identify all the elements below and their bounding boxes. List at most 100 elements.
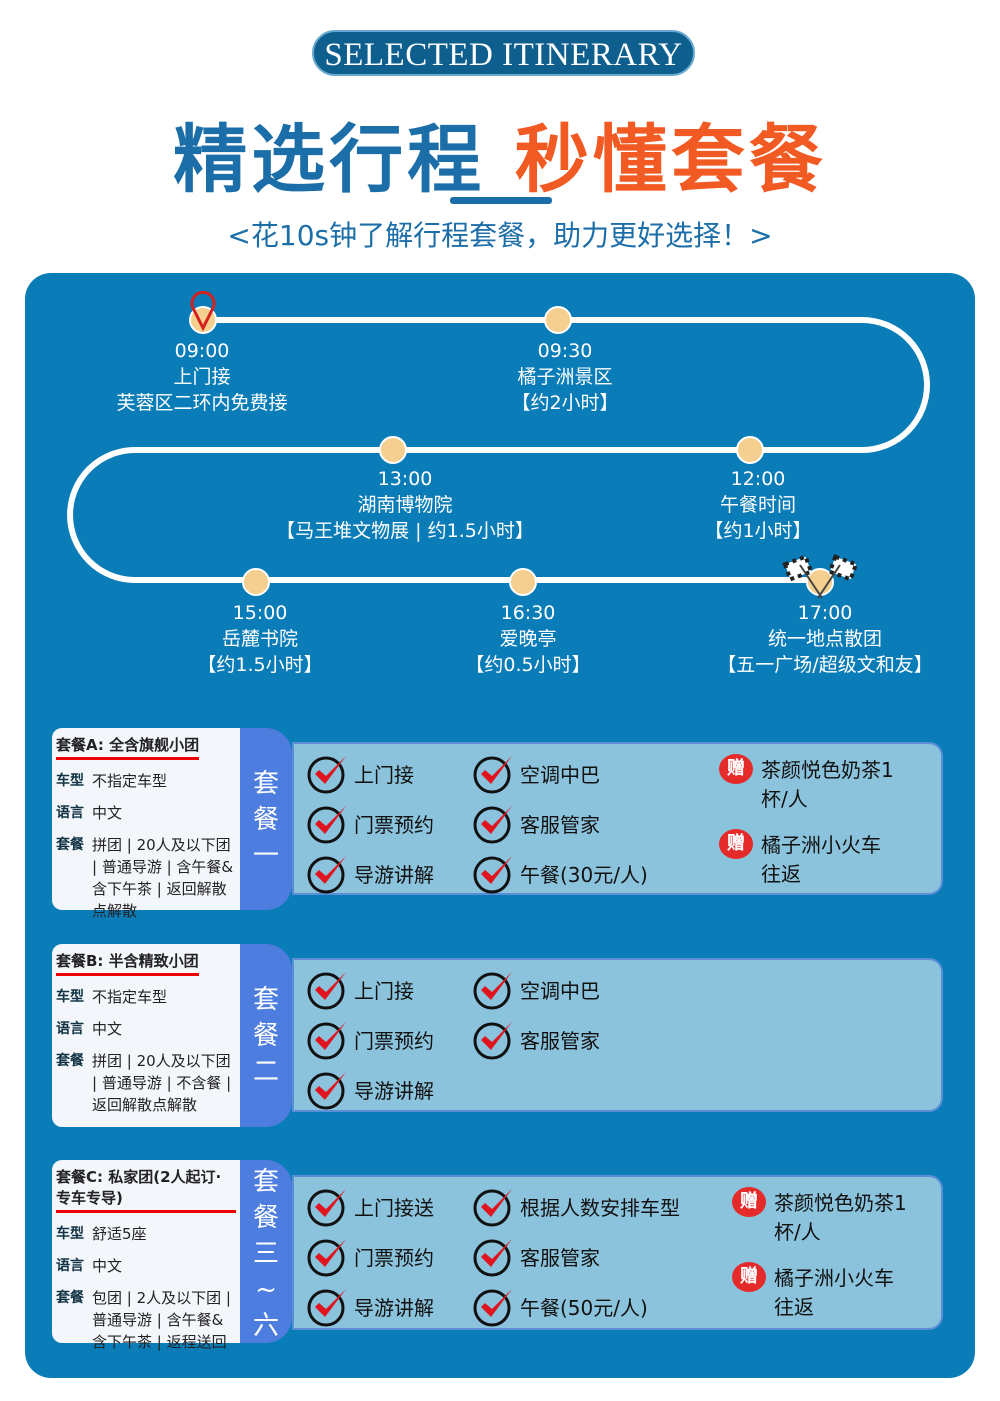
feature-label: 门票预约 [354,1245,434,1270]
package-card: 套餐A: 全含旗舰小团 车型不指定车型 语言中文 套餐拼团 | 20人及以下团 … [52,728,943,920]
title-blue: 精选行程 [173,117,486,203]
check-icon [472,1235,514,1277]
feature-label: 上门接 [354,762,414,787]
car-value: 不指定车型 [92,988,168,1006]
gift-label: 橘子洲小火车往返 [761,833,881,886]
lang-value: 中文 [92,1257,123,1275]
feature-panel: 上门接门票预约导游讲解空调中巴客服管家午餐(30元/人)赠茶颜悦色奶茶1杯/人赠… [292,742,943,895]
feature-label: 上门接送 [354,1195,434,1220]
feature-item: 根据人数安排车型 [472,1185,680,1227]
feature-item: 导游讲解 [306,1068,434,1110]
check-icon [306,1018,348,1060]
feature-item: 空调中巴 [472,968,600,1010]
feature-panel: 上门接门票预约导游讲解 空调中巴客服管家 [292,958,943,1112]
gift-item: 赠橘子洲小火车往返 [719,829,896,889]
feature-label: 门票预约 [354,812,434,837]
check-icon [306,1068,348,1110]
gift-icon: 赠 [732,1262,766,1292]
title-underline [450,197,552,204]
feature-item: 上门接 [306,968,414,1010]
feature-item: 上门接 [306,752,414,794]
car-value: 舒适5座 [92,1225,147,1243]
car-label: 车型 [56,1226,84,1242]
gift-icon: 赠 [719,754,753,784]
pkg-label: 套餐 [56,837,84,853]
feature-item: 上门接送 [306,1185,434,1227]
package-info: 套餐B: 半含精致小团 车型不指定车型 语言中文 套餐拼团 | 20人及以下团 … [52,944,240,1127]
package-info: 套餐A: 全含旗舰小团 车型不指定车型 语言中文 套餐拼团 | 20人及以下团 … [52,728,240,920]
feature-item: 空调中巴 [472,752,600,794]
package-card: 套餐B: 半含精致小团 车型不指定车型 语言中文 套餐拼团 | 20人及以下团 … [52,944,943,1127]
tab-char: ~ [255,1275,277,1305]
title-orange: 秒懂套餐 [514,117,827,203]
feature-item: 午餐(30元/人) [472,852,648,894]
package-title: 套餐A: 全含旗舰小团 [56,734,200,760]
lang-label: 语言 [56,805,84,821]
check-icon [472,1285,514,1327]
page-title: 精选行程 秒懂套餐 [0,100,1000,207]
checkered-flag-icon [782,554,859,599]
package-info: 套餐C: 私家团(2人起订·专车专导) 车型舒适5座 语言中文 套餐包团 | 2… [52,1160,240,1351]
check-icon [306,968,348,1010]
gift-icon: 赠 [719,829,753,859]
check-icon [472,802,514,844]
timeline-track [67,290,930,599]
package-tab: 套餐二 [240,944,292,1127]
check-icon [306,802,348,844]
pkg-value: 拼团 | 20人及以下团 | 普通导游 | 不含餐 | 返回解散点解散 [92,1052,232,1114]
feature-label: 午餐(30元/人) [520,862,648,887]
gift-item: 赠茶颜悦色奶茶1杯/人 [719,754,896,814]
subtitle: <花10s钟了解行程套餐，助力更好选择！> [227,219,773,252]
stop-dot [242,568,270,596]
tab-char: 六 [252,1311,279,1341]
check-icon [472,1185,514,1227]
package-tab: 套餐一 [240,728,292,910]
tab-char: 套 [252,1167,279,1197]
lang-value: 中文 [92,804,123,822]
tab-char: 三 [252,1239,279,1269]
check-icon [472,1018,514,1060]
feature-label: 客服管家 [520,812,600,837]
pkg-value: 拼团 | 20人及以下团 | 普通导游 | 含午餐&含下午茶 | 返回解散点解散 [92,836,234,920]
tab-char: 餐 [252,1021,279,1051]
car-label: 车型 [56,773,84,789]
feature-label: 导游讲解 [354,862,434,887]
feature-label: 根据人数安排车型 [520,1195,680,1220]
pkg-value: 包团 | 2人及以下团 | 普通导游 | 含午餐&含下午茶 | 返程送回 [92,1289,231,1351]
check-icon [306,1235,348,1277]
check-icon [472,752,514,794]
tab-char: 餐 [252,805,279,835]
feature-item: 门票预约 [306,1018,434,1060]
pkg-label: 套餐 [56,1290,84,1306]
car-label: 车型 [56,989,84,1005]
lang-value: 中文 [92,1020,123,1038]
check-icon [306,852,348,894]
feature-item: 客服管家 [472,1235,600,1277]
feature-item: 客服管家 [472,802,600,844]
check-icon [306,1185,348,1227]
feature-item: 客服管家 [472,1018,600,1060]
feature-label: 导游讲解 [354,1078,434,1103]
itinerary-badge: SELECTED ITINERARY [312,30,695,76]
tab-char: 套 [252,985,279,1015]
feature-label: 导游讲解 [354,1295,434,1320]
check-icon [306,752,348,794]
feature-item: 门票预约 [306,802,434,844]
feature-label: 上门接 [354,978,414,1003]
lang-label: 语言 [56,1258,84,1274]
stop-dot [544,306,572,334]
package-tab: 套餐三~六 [240,1160,292,1343]
gift-label: 茶颜悦色奶茶1杯/人 [774,1191,907,1244]
feature-item: 导游讲解 [306,852,434,894]
package-title: 套餐C: 私家团(2人起订·专车专导) [56,1166,236,1213]
tab-char: 套 [252,769,279,799]
pkg-label: 套餐 [56,1053,84,1069]
package-title: 套餐B: 半含精致小团 [56,950,199,976]
feature-label: 空调中巴 [520,762,600,787]
tab-char: 一 [252,841,279,871]
